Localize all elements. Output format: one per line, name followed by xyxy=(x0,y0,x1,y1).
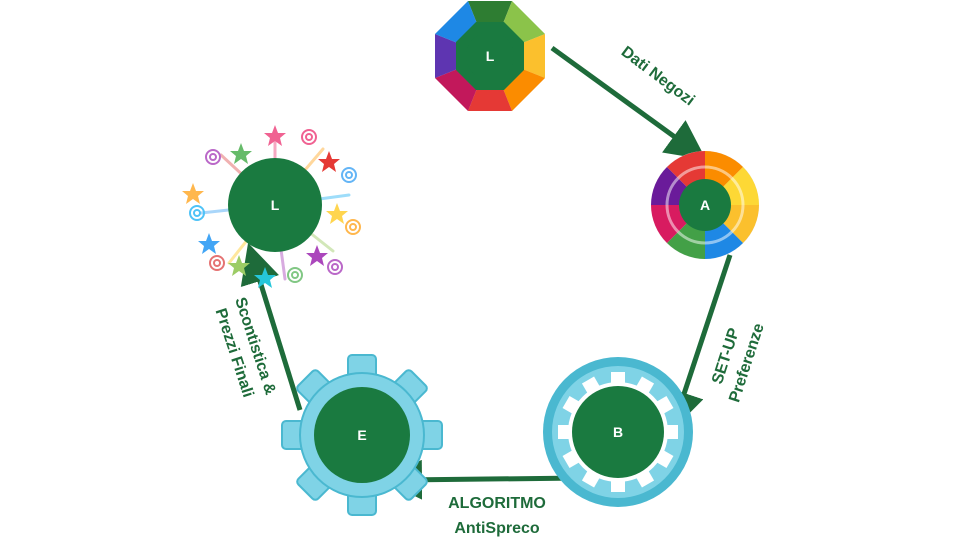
node-top-label: L xyxy=(486,48,495,64)
node-top: L xyxy=(435,1,545,111)
edge-label-algoritmo: ALGORITMO xyxy=(448,495,546,512)
node-bottom-right-circle xyxy=(572,386,664,478)
node-bottom-left: E xyxy=(281,354,443,516)
arrow-bottom-right-to-bottom-left xyxy=(382,459,583,500)
edge-label-setup-preferenze: SET-UP Preferenze xyxy=(709,321,768,404)
node-bottom-right-label: B xyxy=(613,424,623,440)
node-bottom-right: B xyxy=(543,357,693,507)
node-right-label: A xyxy=(700,197,710,213)
arrow-bottom-left-to-left xyxy=(240,242,303,411)
node-bottom-left-label: E xyxy=(357,427,366,443)
node-right: A xyxy=(651,151,759,259)
node-left: L xyxy=(182,125,361,288)
node-right-circle xyxy=(679,179,731,231)
node-top-circle xyxy=(466,32,514,80)
arrow-top-to-right xyxy=(550,45,707,160)
arrow-right-to-bottom-right xyxy=(665,254,733,431)
edge-label-antispreco: AntiSpreco xyxy=(454,520,540,537)
node-left-circle xyxy=(228,158,322,252)
edge-label-dati-negozi: Dati Negozi xyxy=(618,43,698,109)
node-left-label: L xyxy=(271,197,280,213)
node-bottom-left-circle xyxy=(314,387,410,483)
